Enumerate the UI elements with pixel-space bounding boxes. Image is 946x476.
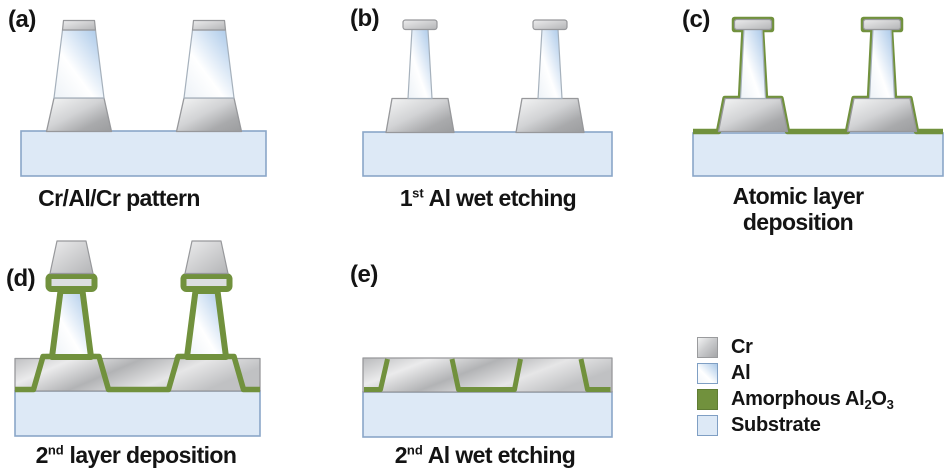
- panel-a-caption: Cr/Al/Cr pattern: [0, 185, 238, 212]
- pillar-etched: [515, 19, 585, 134]
- panel-a-diagram: [20, 19, 267, 177]
- substrate-shape: [14, 390, 261, 437]
- legend: Cr Al Amorphous Al2O3 Substrate: [697, 334, 894, 438]
- al-etched-shape: [739, 28, 767, 100]
- cr-cap-shape: [191, 19, 227, 31]
- panel-e-caption: 2nd Al wet etching: [355, 442, 615, 469]
- legend-label: Cr: [731, 335, 753, 358]
- cr-base-shape: [717, 97, 789, 133]
- panel-c-diagram: [692, 16, 944, 177]
- cr-base-shape: [45, 97, 113, 133]
- cr-cap-shape: [532, 19, 568, 31]
- legend-label: Substrate: [731, 413, 821, 436]
- al-etched-shape: [868, 28, 896, 100]
- legend-label-sub: 3: [886, 396, 894, 412]
- panel-d-caption: 2nd layer deposition: [0, 442, 272, 469]
- coated-cap-band-shape: [180, 273, 233, 292]
- alumina-line: [449, 358, 523, 392]
- legend-label: Al: [731, 361, 751, 384]
- cr-base-shape: [515, 97, 585, 134]
- alumina-line: [578, 358, 611, 392]
- substrate-shape: [362, 131, 613, 177]
- caption-sup: st: [412, 185, 424, 201]
- panel-letter: (e): [350, 261, 378, 288]
- al-layer-shape: [53, 29, 105, 99]
- caption-sup: nd: [47, 442, 64, 458]
- al-etched-shape: [537, 28, 563, 100]
- cr-swatch: [697, 336, 718, 358]
- alumina-swatch: [697, 388, 718, 410]
- legend-item-alumina: Amorphous Al2O3: [697, 386, 894, 412]
- deposited-cap-shape: [184, 240, 229, 275]
- cr-base-shape: [846, 97, 918, 133]
- caption-text: 1: [399, 185, 413, 211]
- legend-label: Amorphous Al2O3: [731, 387, 894, 412]
- substrate-shape: [20, 130, 267, 177]
- panel-letter: (c): [682, 6, 710, 33]
- caption-text: 2: [394, 442, 408, 468]
- alumina-trench-lines: [364, 358, 611, 392]
- pillar-coated: [717, 18, 789, 133]
- caption-text: 2: [35, 442, 49, 468]
- panel-letter: (a): [8, 6, 36, 33]
- panel-a: (a) Cr/Al/Cr pattern: [0, 0, 310, 230]
- caption-text: Cr/Al/Cr pattern: [38, 185, 200, 211]
- cr-cap-shape: [733, 18, 773, 31]
- substrate-shape: [692, 132, 944, 177]
- panel-e: (e) 2nd Al wet etching: [320, 230, 630, 476]
- pillar-cr-al-cr: [175, 19, 243, 133]
- panel-c-caption: Atomic layer deposition: [708, 183, 888, 236]
- cr-base-shape: [175, 97, 243, 133]
- caption-sup: nd: [406, 442, 423, 458]
- al-coated-shape: [184, 288, 229, 360]
- legend-item-substrate: Substrate: [697, 412, 894, 438]
- panel-b-diagram: [362, 19, 613, 177]
- legend-item-al: Al: [697, 360, 894, 386]
- coated-cap-band-shape: [45, 273, 98, 292]
- deposited-cap-shape: [49, 240, 94, 275]
- caption-text: Atomic layer deposition: [732, 183, 864, 235]
- alumina-coating-path: [15, 353, 260, 393]
- panel-letter: (b): [350, 5, 380, 32]
- cr-cap-shape: [402, 19, 438, 31]
- pillar-coated-deposited: [45, 240, 98, 360]
- panel-d: (d) 2nd layer deposition: [0, 230, 310, 476]
- pillar-etched: [385, 19, 455, 134]
- cr-base-shape: [385, 97, 455, 134]
- pillar-coated-deposited: [180, 240, 233, 360]
- panel-b-caption: 1st Al wet etching: [360, 185, 616, 212]
- legend-label-sub: 2: [864, 396, 872, 412]
- panel-letter: (d): [6, 265, 36, 292]
- substrate-swatch: [697, 414, 718, 436]
- panel-e-diagram: [362, 357, 613, 438]
- caption-text: Al wet etching: [422, 442, 576, 468]
- al-swatch: [697, 362, 718, 384]
- legend-label-part: Amorphous Al: [731, 387, 865, 410]
- al-layer-shape: [183, 29, 235, 99]
- cr-cap-shape: [862, 18, 902, 31]
- al-coated-shape: [49, 288, 94, 360]
- planarized-layer-shape: [362, 357, 613, 393]
- pillar-cr-al-cr: [45, 19, 113, 133]
- cr-cap-shape: [61, 19, 97, 31]
- pillar-coated: [846, 18, 918, 133]
- panel-b: (b) 1st Al wet etching: [320, 0, 630, 230]
- caption-text: Al wet etching: [423, 185, 577, 211]
- al-etched-shape: [407, 28, 433, 100]
- legend-label-part: O: [871, 387, 887, 410]
- alumina-line: [364, 358, 390, 392]
- legend-item-cr: Cr: [697, 334, 894, 360]
- caption-text: layer deposition: [63, 442, 237, 468]
- panel-c: (c) Atomic layer deposition: [640, 0, 946, 245]
- panel-d-diagram: [14, 240, 261, 437]
- substrate-shape: [362, 391, 613, 438]
